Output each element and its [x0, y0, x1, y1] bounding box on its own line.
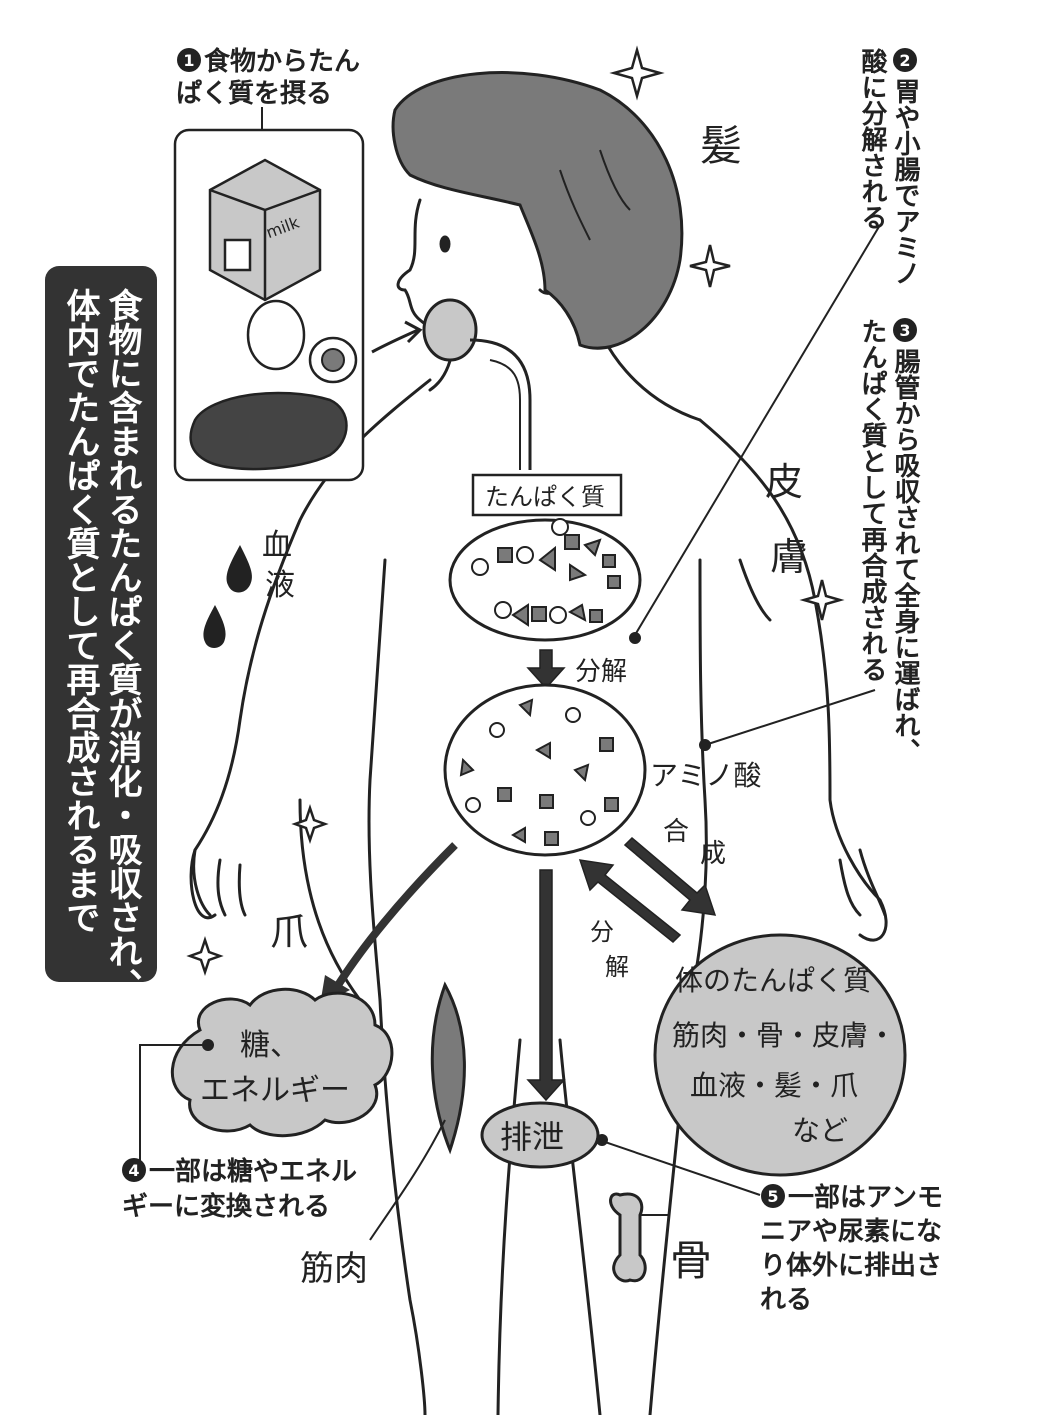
title-banner: 食物に含まれるたんぱく質が消化・吸収され、 体内でたんぱく質として再合成されるま…	[45, 266, 157, 1002]
steak-icon	[189, 391, 348, 471]
protein-box-label: たんぱく質	[485, 483, 605, 511]
step-4-number: 4	[128, 1161, 139, 1180]
body-protein-line3: など	[792, 1114, 848, 1147]
step-5-line2: ニアや尿素にな	[760, 1217, 942, 1247]
to-energy-arrow	[331, 842, 458, 993]
step-3-line1: 腸管から吸収されて全身に運ばれ、	[890, 348, 921, 764]
energy-label-line1: 糖、	[240, 1028, 300, 1063]
blood-drop-icons	[203, 545, 252, 648]
breakdown-label-2a: 分	[590, 918, 614, 946]
step-4-line2: ギーに変換される	[122, 1191, 330, 1222]
breakdown-arrow-2	[578, 859, 682, 944]
synthesis-label-1: 合	[663, 817, 689, 847]
stomach-protein-circle	[448, 473, 642, 642]
food-to-mouth-arrow	[371, 328, 419, 354]
step-5-line1: 一部はアンモ	[788, 1183, 943, 1213]
step-2-line2: 酸に分解される	[857, 48, 887, 230]
food-box: milk	[173, 128, 365, 482]
synthesis-label-2: 成	[700, 839, 726, 869]
step-2-line1: 胃や小腸でアミノ	[890, 78, 920, 286]
step-1-number: 1	[183, 51, 194, 70]
amino-acid-label: アミノ酸	[650, 759, 761, 792]
step-2-caption: 2 胃や小腸でアミノ 酸に分解される	[857, 48, 920, 286]
muscle-shape	[430, 981, 466, 1155]
bone-label: 骨	[670, 1236, 712, 1285]
step-4-caption: 4 一部は糖やエネル ギーに変換される	[122, 1156, 357, 1222]
blood-label-1: 血	[262, 528, 292, 563]
excretion-oval	[480, 1101, 600, 1169]
skin-label-2: 膚	[770, 535, 808, 579]
step-3-line2: たんぱく質として再合成される	[857, 318, 887, 682]
mouth-and-esophagus	[422, 298, 532, 470]
hair-label: 髪	[700, 121, 742, 170]
callout-lines	[139, 107, 881, 1241]
to-excretion-arrow	[526, 869, 566, 1102]
step-1-line2: ぱく質を摂る	[176, 78, 332, 109]
boiled-egg-slice-icon	[308, 336, 358, 384]
egg-icon	[246, 299, 306, 371]
step-5-number: 5	[767, 1187, 778, 1206]
step-5-line3: り体外に排出さ	[760, 1251, 942, 1281]
amino-acid-circle	[443, 683, 647, 857]
blood-label-2: 液	[265, 568, 295, 603]
step-3-number: 3	[899, 321, 910, 340]
excretion-label: 排泄	[500, 1118, 564, 1156]
body-protein-circle	[653, 933, 907, 1177]
synthesis-arrow	[623, 836, 717, 916]
body-protein-line1: 筋肉・骨・皮膚・	[672, 1019, 896, 1052]
muscle-label: 筋肉	[300, 1249, 368, 1289]
skin-label-1: 皮	[765, 460, 803, 504]
breakdown-label-1: 分解	[575, 657, 627, 687]
body-protein-line2: 血液・髪・爪	[690, 1069, 858, 1102]
step-4-line1: 一部は糖やエネル	[149, 1156, 357, 1187]
title-line2: 体内でたんぱく質として再合成されるまで	[60, 288, 100, 934]
energy-cloud	[170, 987, 394, 1138]
step-1-line1: 食物からたん	[204, 46, 360, 77]
energy-label-line2: エネルギー	[200, 1073, 350, 1108]
step-1-caption: 1 食物からたん ぱく質を摂る	[176, 46, 360, 109]
step-5-line4: れる	[760, 1285, 812, 1315]
breakdown-arrow-1	[526, 649, 566, 690]
hair-shape	[391, 71, 684, 350]
nail-label: 爪	[270, 910, 308, 954]
bone-shape	[609, 1192, 647, 1283]
title-line1: 食物に含まれるたんぱく質が消化・吸収され、	[102, 287, 142, 1002]
body-protein-title: 体のたんぱく質	[675, 964, 871, 997]
milk-carton-icon	[208, 158, 322, 302]
step-2-number: 2	[899, 51, 910, 70]
step-5-caption: 5 一部はアンモ ニアや尿素にな り体外に排出さ れる	[760, 1183, 943, 1315]
step-3-caption: 3 腸管から吸収されて全身に運ばれ、 たんぱく質として再合成される	[857, 318, 921, 764]
sparkle-icons	[186, 45, 845, 976]
breakdown-label-2b: 解	[605, 953, 629, 981]
